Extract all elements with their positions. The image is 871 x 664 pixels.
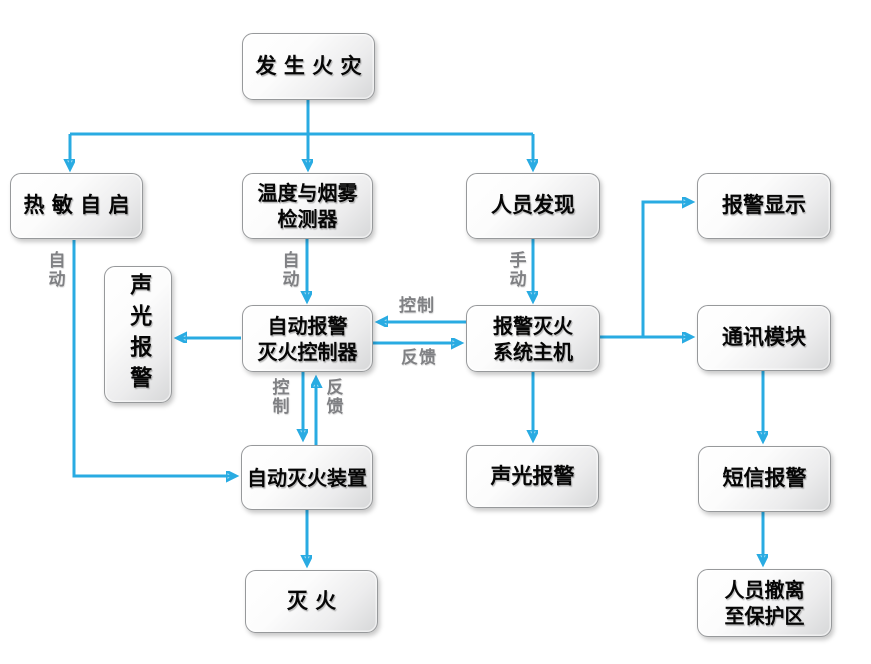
node-alarm-display-label: 报警显示	[722, 193, 806, 218]
node-thermal-autostart: 热 敏 自 启	[10, 173, 143, 239]
node-sound-light-alarm-left: 声光报警	[104, 266, 172, 403]
node-auto-alarm-controller-line2: 灭火控制器	[257, 339, 358, 364]
node-sound-light-alarm-bottom: 声光报警	[466, 445, 599, 508]
node-thermal-autostart-label: 热 敏 自 启	[23, 193, 130, 218]
node-auto-extinguish-device-label: 自动灭火装置	[247, 465, 367, 490]
edge-label-manual: 手动	[505, 251, 526, 289]
edge-label-feedback-vertical: 反馈	[322, 378, 343, 416]
node-comm-module: 通讯模块	[697, 305, 831, 371]
node-fire-occurs-label: 发 生 火 灾	[255, 53, 362, 78]
node-auto-extinguish-device: 自动灭火装置	[241, 445, 373, 510]
node-alarm-extinguish-host-line2: 系统主机	[493, 339, 573, 364]
node-alarm-display: 报警显示	[697, 173, 831, 239]
node-temp-smoke-detector: 温度与烟雾 检测器	[242, 173, 373, 239]
node-sms-alarm: 短信报警	[698, 446, 831, 512]
edge-label-control-vertical: 控制	[268, 378, 289, 416]
node-evacuate: 人员撤离 至保护区	[697, 569, 832, 637]
node-temp-smoke-detector-line1: 温度与烟雾	[257, 181, 358, 205]
node-evacuate-line1: 人员撤离	[724, 578, 805, 602]
node-evacuate-line2: 至保护区	[724, 604, 805, 628]
node-auto-alarm-controller-line1: 自动报警	[267, 313, 348, 338]
node-alarm-extinguish-host-line1: 报警灭火	[493, 313, 573, 338]
node-fire-occurs: 发 生 火 灾	[242, 33, 375, 100]
edge-label-auto-mid: 自动	[278, 251, 299, 289]
arrow-thermal-to-device	[72, 240, 235, 476]
node-comm-module-label: 通讯模块	[722, 325, 806, 350]
node-person-discovery: 人员发现	[466, 173, 600, 239]
node-extinguish-label: 灭 火	[286, 588, 337, 613]
node-extinguish: 灭 火	[245, 570, 378, 633]
node-alarm-extinguish-host: 报警灭火 系统主机	[466, 305, 600, 372]
edge-label-control-horizontal: 控制	[399, 296, 435, 316]
node-sms-alarm-label: 短信报警	[722, 466, 807, 491]
node-sound-light-alarm-bottom-label: 声光报警	[490, 463, 575, 488]
edge-label-feedback-horizontal: 反馈	[401, 348, 437, 368]
node-sound-light-alarm-left-label: 声光报警	[126, 272, 152, 397]
node-temp-smoke-detector-line2: 检测器	[277, 207, 338, 231]
node-auto-alarm-controller: 自动报警 灭火控制器	[242, 305, 373, 372]
arrow-junction-to-display	[641, 202, 691, 337]
node-person-discovery-label: 人员发现	[491, 193, 575, 218]
edge-label-auto-left: 自动	[44, 251, 65, 289]
